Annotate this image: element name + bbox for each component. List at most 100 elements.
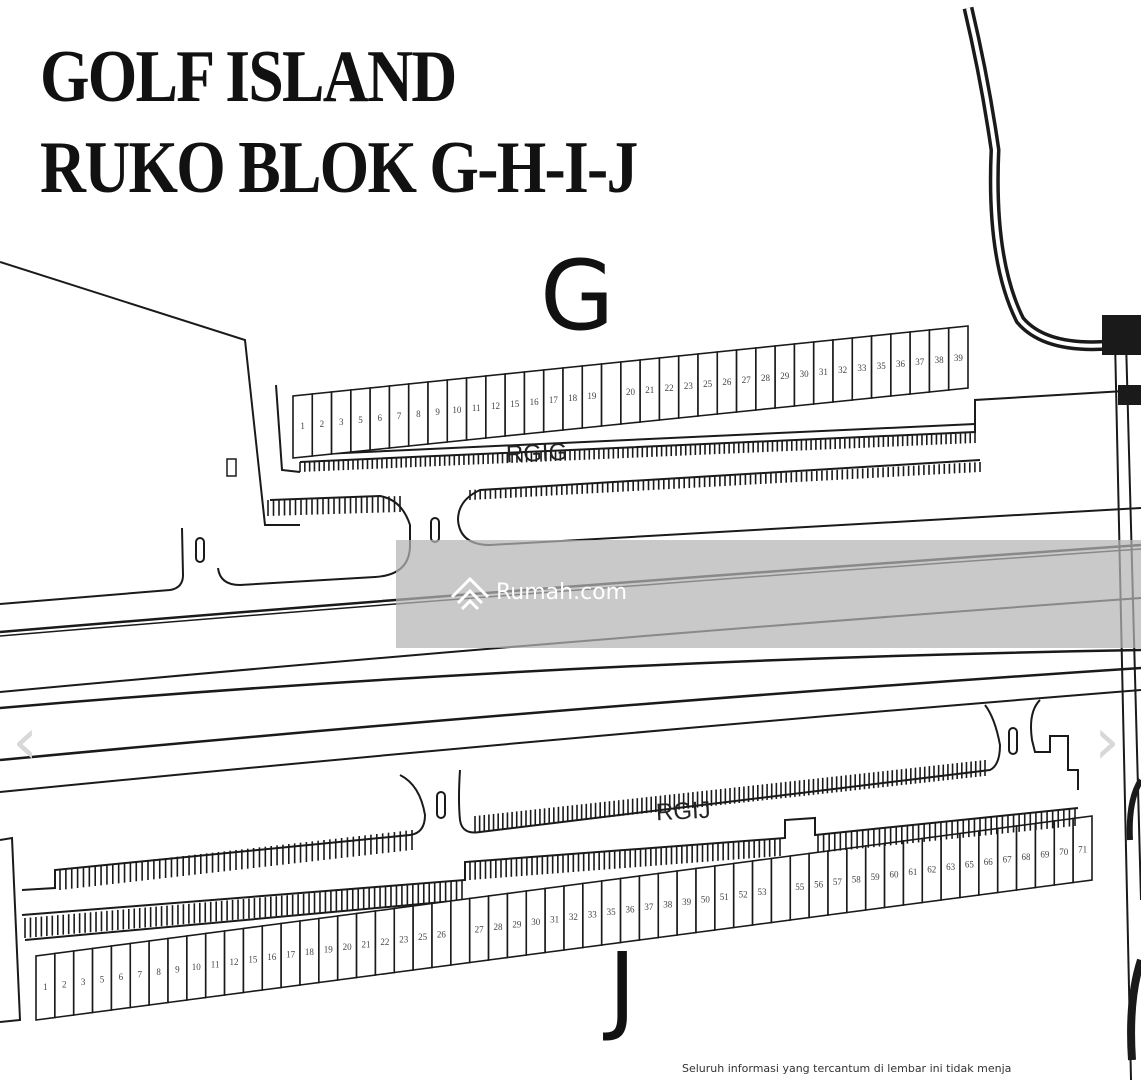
block-j-unit-number: 17 — [286, 949, 296, 959]
block-j-unit-number: 56 — [814, 879, 824, 889]
median-post-1 — [195, 537, 205, 563]
block-j-unit-number: 62 — [927, 864, 936, 874]
block-j-unit-number: 26 — [437, 929, 447, 939]
block-j-unit-number: 15 — [248, 954, 258, 964]
block-g-unit-number: 25 — [703, 379, 713, 389]
watermark-banner — [396, 540, 1141, 648]
block-j-unit-number: 20 — [343, 942, 353, 952]
block-g-unit-number: 7 — [397, 411, 402, 421]
rumah-logo-icon — [450, 576, 490, 611]
block-g-unit-number: 11 — [472, 403, 481, 413]
chevron-right-icon: › — [1094, 705, 1120, 779]
block-g-unit-number: 30 — [800, 369, 810, 379]
block-j-unit-number: 3 — [81, 977, 86, 987]
block-j-unit-71 — [1072, 815, 1093, 884]
block-j-unit-number: 23 — [399, 934, 409, 944]
block-g-unit-number: 35 — [877, 361, 887, 371]
block-j-unit-number: 9 — [175, 964, 180, 974]
block-j-unit-number: 12 — [230, 957, 239, 967]
block-j-unit-number: 31 — [550, 914, 559, 924]
right-curve-bottom — [1127, 958, 1141, 1061]
block-j-unit-number: 29 — [512, 919, 522, 929]
block-g-unit-number: 2 — [320, 419, 325, 429]
plot-middle-island — [217, 494, 411, 587]
block-j-unit-number: 51 — [720, 892, 729, 902]
block-j-unit-number: 65 — [965, 859, 975, 869]
g-service-road-upper — [299, 423, 976, 456]
block-j-unit-number: 27 — [475, 924, 485, 934]
block-j-unit-number: 11 — [211, 959, 220, 969]
block-g-unit-number: 15 — [510, 399, 520, 409]
block-g-unit-number: 29 — [780, 371, 790, 381]
block-g-unit-number: 22 — [665, 383, 674, 393]
block-g-unit-number: 23 — [684, 381, 694, 391]
g-service-road — [299, 389, 1141, 463]
block-j-unit-number: 70 — [1059, 847, 1069, 857]
plan-title-line2: RUKO BLOK G-H-I-J — [40, 127, 638, 209]
block-j-unit-number: 58 — [852, 874, 862, 884]
block-g-unit-number: 21 — [645, 385, 654, 395]
block-j-unit-number: 55 — [795, 882, 805, 892]
prev-image-button[interactable]: ‹ — [0, 682, 60, 802]
block-j-unit-number: 35 — [607, 907, 617, 917]
block-j-unit-number: 61 — [908, 867, 917, 877]
access-road — [962, 6, 1111, 352]
block-j-unit-number: 22 — [380, 937, 389, 947]
block-j-unit-number: 16 — [267, 952, 277, 962]
block-j-unit-number: 18 — [305, 947, 315, 957]
block-g-unit-number: 32 — [838, 365, 847, 375]
block-j-unit-number: 57 — [833, 877, 843, 887]
block-g-unit-number: 12 — [491, 401, 500, 411]
right-vertical-road-1 — [1114, 339, 1132, 1080]
median-post-2 — [430, 517, 440, 543]
block-j-unit-number: 25 — [418, 932, 428, 942]
access-road-center — [966, 7, 1111, 348]
block-j-unit-number: 19 — [324, 944, 334, 954]
block-j-parking — [24, 760, 1076, 938]
block-j-unit-number: 53 — [758, 887, 768, 897]
block-g-unit-number: 36 — [896, 359, 906, 369]
median-post-3 — [436, 791, 446, 819]
block-j-unit-number: 2 — [62, 979, 67, 989]
junction-block-2 — [1118, 385, 1141, 405]
block-j-unit-number: 7 — [137, 969, 142, 979]
disclaimer-text: Seluruh informasi yang tercantum di lemb… — [682, 1062, 1012, 1075]
block-g-unit-number: 9 — [435, 407, 440, 417]
block-g-unit-number: 39 — [954, 353, 964, 363]
block-j-unit-number: 63 — [946, 862, 956, 872]
block-g-unit-number: 8 — [416, 409, 421, 419]
block-g-unit-number: 18 — [568, 393, 578, 403]
plot-left-island — [0, 527, 185, 605]
median-post-4 — [1008, 727, 1018, 755]
next-image-button[interactable]: › — [1072, 682, 1141, 802]
block-j-unit-number: 30 — [531, 917, 541, 927]
block-g-unit-number: 27 — [742, 375, 752, 385]
main-road-edge-5 — [0, 666, 1141, 762]
plot-left-edge — [0, 836, 22, 1023]
plan-title-line1: GOLF ISLAND — [40, 36, 457, 118]
block-g-unit-39 — [947, 325, 969, 391]
block-j-unit-number: 52 — [739, 889, 748, 899]
block-g-unit-number: 38 — [935, 355, 945, 365]
j-service-road — [21, 807, 1079, 916]
right-curve — [1126, 778, 1141, 841]
block-g-unit-unnumbered — [600, 361, 622, 427]
junction-block — [1102, 315, 1141, 355]
block-j-unit-number: 36 — [626, 904, 636, 914]
plot-boundary-inner — [275, 384, 301, 473]
block-j-unit-number: 10 — [192, 962, 202, 972]
block-j-unit-number: 59 — [871, 872, 881, 882]
marker-h — [226, 458, 237, 477]
block-j-unit-number: 71 — [1078, 844, 1087, 854]
block-j-unit-number: 69 — [1040, 849, 1050, 859]
road-label-rgig: RGIG — [505, 438, 568, 469]
block-g-unit-number: 16 — [530, 397, 540, 407]
block-j-unit-number: 5 — [100, 974, 105, 984]
block-g-unit-number: 33 — [857, 363, 867, 373]
block-j-unit-number: 28 — [494, 922, 504, 932]
block-g-unit-number: 5 — [358, 415, 363, 425]
